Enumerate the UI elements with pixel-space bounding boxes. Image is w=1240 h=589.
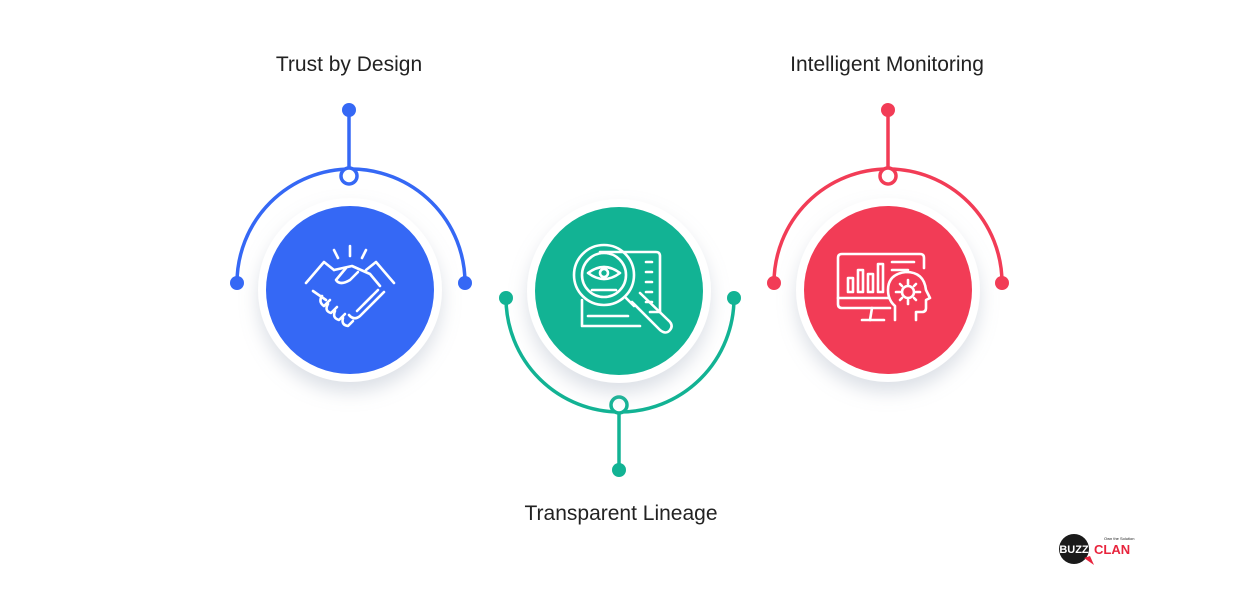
monitor-chart-gear-icon — [836, 252, 932, 322]
lineage-right-dot — [727, 291, 741, 305]
trust-ring-dot — [339, 166, 359, 186]
lineage-left-dot — [499, 291, 513, 305]
monitoring-right-dot — [995, 276, 1009, 290]
node-intelligent-monitoring — [767, 103, 1009, 382]
label-transparent-lineage: Transparent Lineage — [524, 502, 718, 525]
monitoring-left-dot — [767, 276, 781, 290]
node-trust-by-design — [230, 103, 472, 382]
logo-word-clan: CLAN — [1094, 542, 1130, 557]
logo-word-buzz: BUZZ — [1059, 544, 1089, 556]
buzzclan-logo: BUZZ CLAN Own the Solution — [1059, 534, 1134, 565]
node-transparent-lineage — [499, 199, 741, 477]
lineage-bottom-dot — [612, 463, 626, 477]
logo-badge — [1059, 534, 1089, 564]
label-intelligent-monitoring: Intelligent Monitoring — [790, 53, 984, 76]
magnifier-eye-document-icon — [572, 243, 673, 334]
trust-top-dot — [342, 103, 356, 117]
logo-tagline: Own the Solution — [1104, 536, 1134, 541]
monitoring-ring-dot — [878, 166, 898, 186]
label-trust-by-design: Trust by Design — [275, 53, 423, 76]
handshake-icon — [304, 244, 396, 328]
lineage-ring-dot — [609, 395, 629, 415]
logo-swoosh — [1084, 556, 1094, 565]
trust-left-dot — [230, 276, 244, 290]
monitoring-top-dot — [881, 103, 895, 117]
trust-inner-circle — [266, 206, 434, 374]
trust-right-dot — [458, 276, 472, 290]
